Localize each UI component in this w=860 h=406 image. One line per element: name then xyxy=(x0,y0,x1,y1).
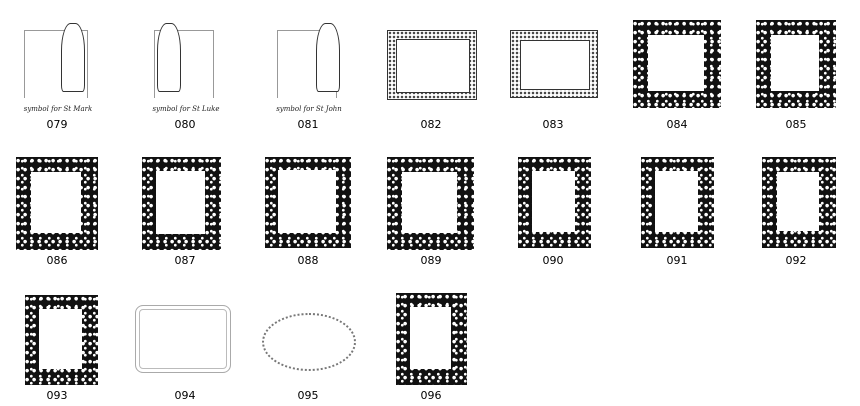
celtic-frame-image xyxy=(518,157,591,248)
thumbnail-082[interactable] xyxy=(387,30,477,100)
thumbnail-label[interactable]: 096 xyxy=(420,389,442,402)
thumbnail-093[interactable] xyxy=(25,295,98,385)
thumbnail-092[interactable] xyxy=(762,157,836,248)
frame-inner-area xyxy=(532,171,575,232)
thumbnail-label[interactable]: 088 xyxy=(297,254,319,267)
thumbnail-label[interactable]: 083 xyxy=(542,118,564,131)
celtic-frame-image xyxy=(265,157,351,248)
thumbnail-087[interactable] xyxy=(142,157,221,250)
celtic-frame-image xyxy=(762,157,836,248)
frame-inner-area xyxy=(402,172,457,233)
thumbnail-091[interactable] xyxy=(641,157,714,248)
line-art-image xyxy=(277,23,340,98)
thumbnail-089[interactable] xyxy=(387,157,474,250)
thumbnail-label[interactable]: 095 xyxy=(297,389,319,402)
thumbnail-094[interactable] xyxy=(135,305,231,373)
thumbnail-label[interactable]: 089 xyxy=(420,254,442,267)
thumbnail-label[interactable]: 091 xyxy=(666,254,688,267)
celtic-frame-image xyxy=(387,157,474,250)
frame-inner-area xyxy=(520,40,590,90)
thumbnail-label[interactable]: 082 xyxy=(420,118,442,131)
celtic-frame-image xyxy=(633,20,721,108)
thumbnail-096[interactable] xyxy=(396,293,467,385)
celtic-frame-image xyxy=(396,293,467,385)
evangelist-figure-icon xyxy=(316,23,340,92)
celtic-frame-image xyxy=(641,157,714,248)
celtic-frame-image xyxy=(142,157,221,250)
thumbnail-label[interactable]: 090 xyxy=(542,254,564,267)
frame-inner-area xyxy=(771,35,819,91)
thumbnail-label[interactable]: 085 xyxy=(785,118,807,131)
celtic-frame-image xyxy=(16,157,98,250)
thumbnail-label[interactable]: 084 xyxy=(666,118,688,131)
thumbnail-label[interactable]: 094 xyxy=(174,389,196,402)
line-art-image xyxy=(154,23,214,98)
frame-inner-area xyxy=(410,307,451,369)
celtic-frame-image xyxy=(510,30,598,98)
celtic-frame-image xyxy=(756,20,836,108)
thumbnail-label[interactable]: 086 xyxy=(46,254,68,267)
thumbnail-079[interactable]: symbol for St Mark xyxy=(20,18,96,113)
frame-inner-area xyxy=(278,170,336,233)
frame-inner-area xyxy=(156,171,205,234)
celtic-frame-image xyxy=(25,295,98,385)
celtic-frame-image xyxy=(387,30,477,100)
frame-inner-area xyxy=(39,309,82,369)
thumbnail-label[interactable]: 080 xyxy=(174,118,196,131)
thumbnail-label[interactable]: 081 xyxy=(297,118,319,131)
thumbnail-080[interactable]: symbol for St Luke xyxy=(150,18,222,113)
thumbnail-label[interactable]: 087 xyxy=(174,254,196,267)
frame-inner-area xyxy=(31,172,81,233)
thumbnail-label[interactable]: 092 xyxy=(785,254,807,267)
frame-inner-area xyxy=(777,172,819,231)
frame-inner-area xyxy=(655,171,698,232)
thumbnail-085[interactable] xyxy=(756,20,836,108)
thumbnail-086[interactable] xyxy=(16,157,98,250)
celtic-frame-image xyxy=(135,305,231,373)
celtic-frame-image xyxy=(262,313,356,371)
image-caption: symbol for St Mark xyxy=(23,105,93,113)
frame-inner-area xyxy=(648,35,704,91)
thumbnail-label[interactable]: 079 xyxy=(46,118,68,131)
evangelist-figure-icon xyxy=(157,23,181,92)
thumbnail-084[interactable] xyxy=(633,20,721,108)
thumbnail-095[interactable] xyxy=(262,313,356,371)
evangelist-figure-icon xyxy=(61,23,85,92)
thumbnail-081[interactable]: symbol for St John xyxy=(273,18,345,113)
thumbnail-088[interactable] xyxy=(265,157,351,248)
thumbnail-label[interactable]: 093 xyxy=(46,389,68,402)
frame-inner-area xyxy=(396,39,470,93)
thumbnail-083[interactable] xyxy=(510,30,598,98)
line-art-image xyxy=(24,23,88,98)
image-caption: symbol for St Luke xyxy=(152,105,220,113)
thumbnail-090[interactable] xyxy=(518,157,591,248)
image-caption: symbol for St John xyxy=(276,105,342,113)
